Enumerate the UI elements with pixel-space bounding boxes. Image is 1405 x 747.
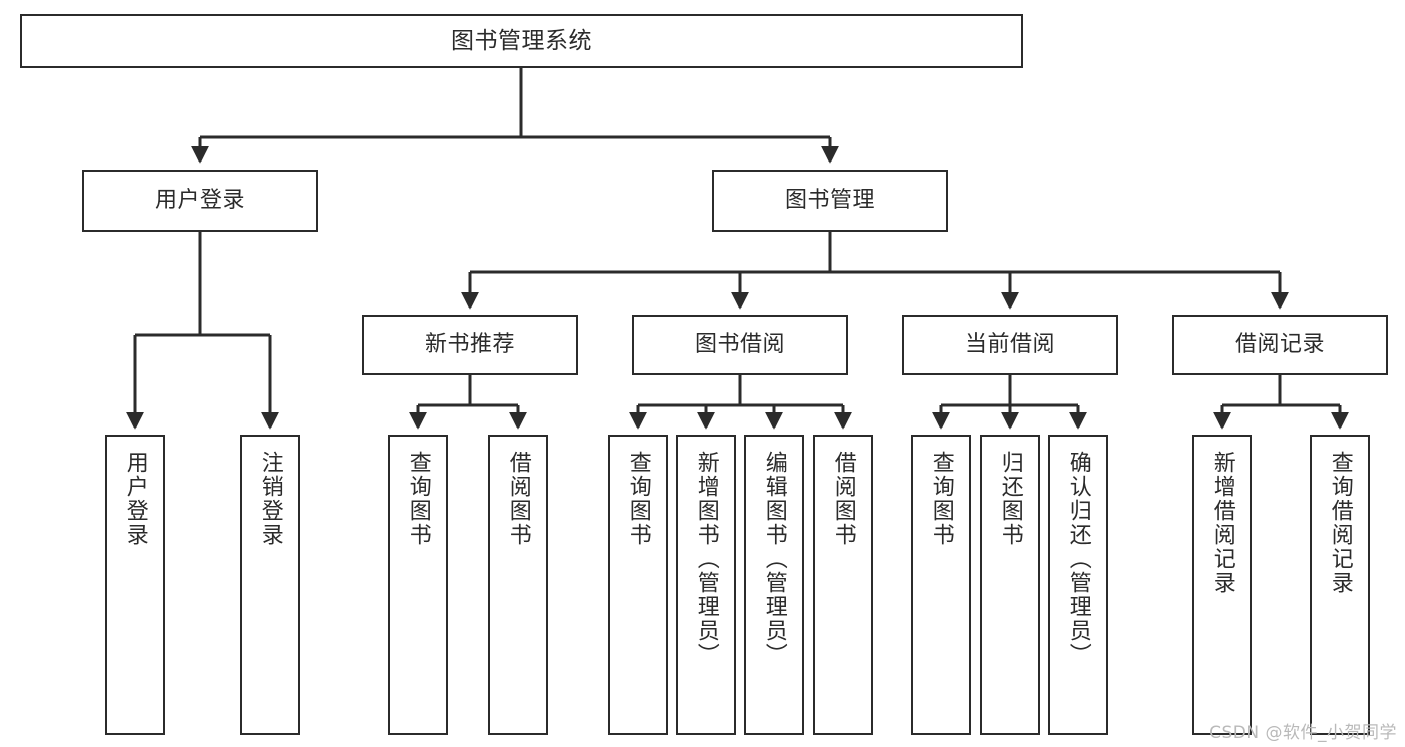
leaf-borrow-add-book-admin[interactable]: 新增图书（管理员） (676, 435, 736, 735)
node-label: 新增图书（管理员） (693, 451, 719, 667)
node-current-borrow[interactable]: 当前借阅 (902, 315, 1118, 375)
leaf-borrow-borrow-book[interactable]: 借阅图书 (813, 435, 873, 735)
node-label: 用户登录 (154, 187, 245, 213)
leaf-record-add-record[interactable]: 新增借阅记录 (1192, 435, 1252, 735)
node-root-system[interactable]: 图书管理系统 (20, 14, 1023, 68)
leaf-user-login-signin[interactable]: 用户登录 (105, 435, 165, 735)
leaf-record-query-record[interactable]: 查询借阅记录 (1310, 435, 1370, 735)
node-label: 借阅记录 (1234, 331, 1325, 357)
node-label: 新增借阅记录 (1209, 451, 1235, 595)
node-label: 图书管理系统 (451, 27, 592, 54)
node-label: 借阅图书 (505, 451, 531, 547)
node-label: 查询图书 (405, 451, 431, 547)
leaf-user-login-signout[interactable]: 注销登录 (240, 435, 300, 735)
node-label: 查询图书 (625, 451, 651, 547)
node-label: 用户登录 (122, 451, 148, 547)
node-label: 归还图书 (997, 451, 1023, 547)
node-label: 编辑图书（管理员） (761, 451, 787, 667)
node-label: 借阅图书 (830, 451, 856, 547)
leaf-borrow-query-book[interactable]: 查询图书 (608, 435, 668, 735)
node-label: 查询借阅记录 (1327, 451, 1353, 595)
node-label: 查询图书 (928, 451, 954, 547)
node-label: 图书管理 (784, 187, 875, 213)
node-book-management[interactable]: 图书管理 (712, 170, 948, 232)
node-label: 注销登录 (257, 451, 283, 547)
node-label: 确认归还（管理员） (1065, 451, 1091, 667)
node-label: 当前借阅 (964, 331, 1055, 357)
leaf-current-confirm-return-admin[interactable]: 确认归还（管理员） (1048, 435, 1108, 735)
leaf-borrow-edit-book-admin[interactable]: 编辑图书（管理员） (744, 435, 804, 735)
leaf-current-return-book[interactable]: 归还图书 (980, 435, 1040, 735)
leaf-current-query-book[interactable]: 查询图书 (911, 435, 971, 735)
node-book-borrow[interactable]: 图书借阅 (632, 315, 848, 375)
node-new-book-recommend[interactable]: 新书推荐 (362, 315, 578, 375)
node-user-login[interactable]: 用户登录 (82, 170, 318, 232)
watermark: CSDN @软件_小贺同学 (1209, 723, 1397, 743)
leaf-recommend-query-book[interactable]: 查询图书 (388, 435, 448, 735)
leaf-recommend-borrow-book[interactable]: 借阅图书 (488, 435, 548, 735)
node-borrow-record[interactable]: 借阅记录 (1172, 315, 1388, 375)
node-label: 图书借阅 (694, 331, 785, 357)
node-label: 新书推荐 (424, 331, 515, 357)
